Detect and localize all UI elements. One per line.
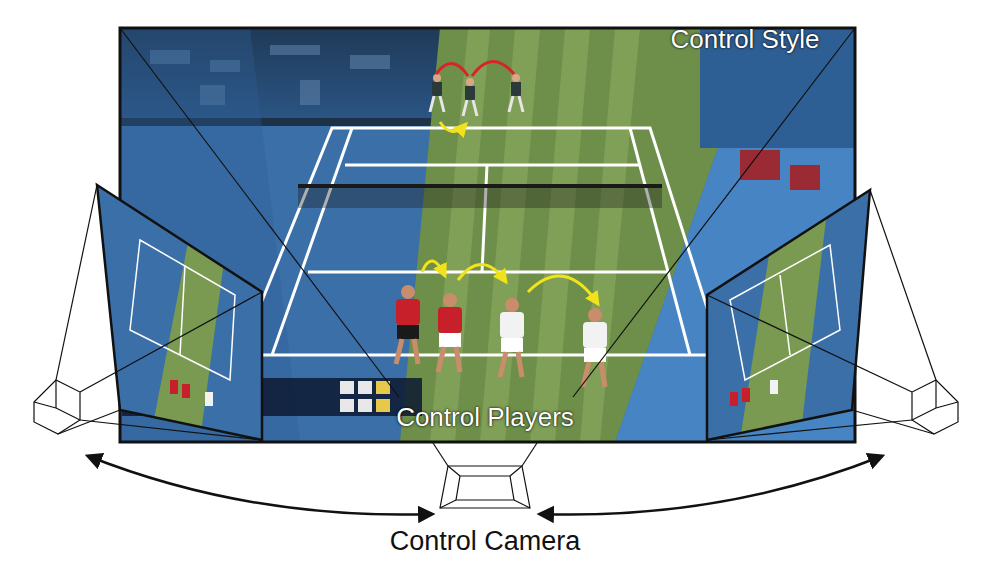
style-label: Control Style [671,25,820,55]
far-players [430,74,523,116]
frame-border [120,28,855,442]
camera-arrows [88,456,882,515]
grass-stripes [430,28,640,442]
motion-arcs [422,61,598,304]
left-view-border [97,185,262,440]
camera-frustums [34,28,958,508]
net-mesh [298,186,662,208]
near-players [396,285,607,387]
left-view [90,180,270,450]
court-surround [120,28,855,442]
court-lines [240,128,722,355]
tennis-frame [120,28,855,442]
camera-label: Control Camera [390,526,581,557]
players-label: Control Players [396,403,574,433]
right-view-border [707,190,870,440]
umpire-chair [740,150,820,190]
